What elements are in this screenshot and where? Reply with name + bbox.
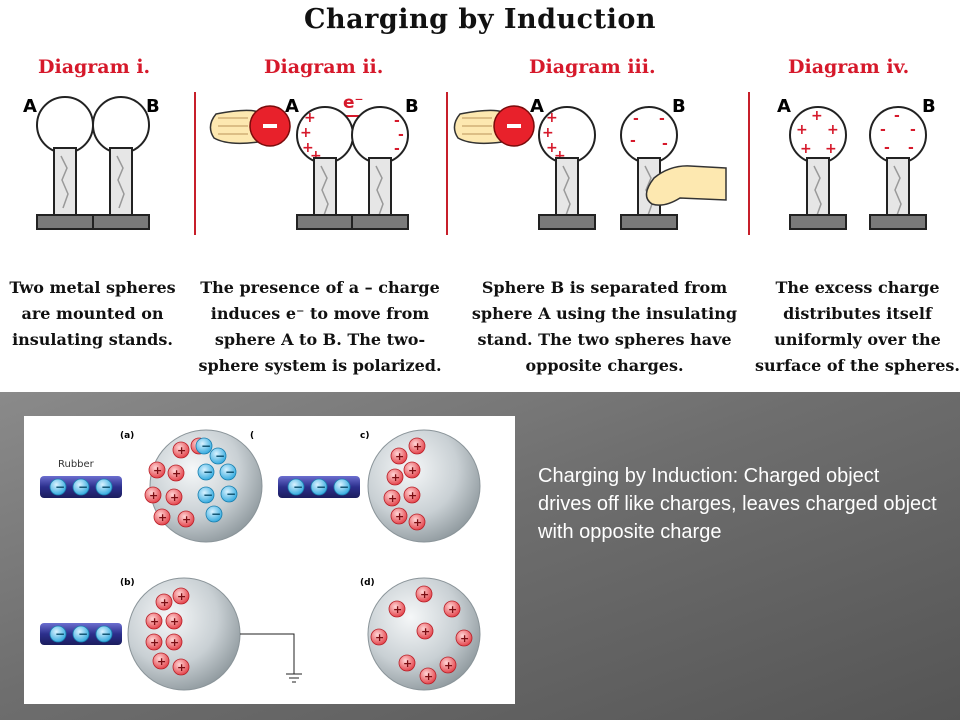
svg-text:+: +	[825, 141, 837, 157]
svg-text:-: -	[908, 140, 914, 156]
svg-text:-: -	[394, 113, 400, 129]
svg-text:+: +	[304, 110, 316, 126]
svg-text:+: +	[554, 148, 566, 164]
panel-a-label: (a)	[120, 431, 134, 441]
induction-figure-drawing: + − (a) ( c) (b) (d) Rubber	[24, 429, 481, 691]
svg-text:A: A	[285, 96, 299, 117]
svg-text:B: B	[922, 96, 936, 117]
sphere-a	[149, 429, 263, 543]
svg-text:-: -	[398, 127, 404, 143]
svg-text:-: -	[910, 122, 916, 138]
svg-text:-: -	[880, 122, 886, 138]
sphere-drawings: A B A B e⁻ ++++ ---	[23, 92, 936, 235]
panel-c-label: c)	[360, 431, 369, 441]
diagram-iv-drawing: A B +++++ -----	[777, 96, 936, 230]
panel-partial-label: (	[250, 431, 254, 441]
svg-text:B: B	[672, 96, 686, 117]
panel-b-label: (b)	[120, 578, 135, 588]
diagram-i-drawing: A B	[23, 96, 160, 230]
svg-text:+: +	[546, 140, 558, 156]
rubber-rod	[278, 476, 360, 498]
svg-text:+: +	[546, 110, 558, 126]
svg-text:-: -	[394, 141, 400, 157]
hand-icon	[209, 105, 291, 147]
diagram-iii-drawing: A B ++++ ----	[453, 96, 727, 230]
induction-figure: + − (a) ( c) (b) (d) Rubber	[24, 416, 515, 704]
hand-icon	[453, 105, 535, 147]
sphere-label-b: B	[146, 96, 160, 117]
svg-text:-: -	[630, 133, 636, 149]
diagram-label-iv: Diagram iv.	[788, 56, 910, 78]
svg-text:+: +	[827, 122, 839, 138]
slide-description: Charging by Induction: Charged object dr…	[538, 465, 937, 543]
rubber-rod	[40, 623, 122, 645]
induction-diagram-panel: Charging by Induction Diagram i. Diagram…	[0, 0, 960, 392]
svg-text:+: +	[310, 148, 322, 164]
svg-text:-: -	[659, 111, 665, 127]
sphere-label-a: A	[23, 96, 37, 117]
diagram-ii-drawing: A B e⁻ ++++ ---	[209, 93, 419, 230]
svg-text:+: +	[302, 140, 314, 156]
svg-text:+: +	[811, 108, 823, 124]
ground-wire	[240, 633, 295, 674]
svg-text:-: -	[662, 136, 668, 152]
svg-text:-: -	[633, 111, 639, 127]
svg-text:+: +	[796, 122, 808, 138]
svg-text:A: A	[777, 96, 791, 117]
svg-text:A: A	[530, 96, 544, 117]
diagram-label-ii: Diagram ii.	[264, 56, 384, 78]
electron-label: e⁻	[343, 93, 364, 113]
diagram-label-i: Diagram i.	[38, 56, 151, 78]
pulling-hand-icon	[645, 165, 727, 206]
ground-symbol-icon	[286, 673, 302, 683]
page-title: Charging by Induction	[304, 4, 656, 35]
svg-text:+: +	[800, 141, 812, 157]
panel-d-label: (d)	[360, 578, 375, 588]
svg-text:-: -	[884, 140, 890, 156]
svg-text:-: -	[894, 108, 900, 124]
svg-text:B: B	[405, 96, 419, 117]
diagram-label-iii: Diagram iii.	[529, 56, 656, 78]
svg-text:+: +	[300, 125, 312, 141]
rod-label: Rubber	[58, 459, 95, 470]
svg-text:+: +	[542, 125, 554, 141]
rubber-rod	[40, 476, 122, 498]
